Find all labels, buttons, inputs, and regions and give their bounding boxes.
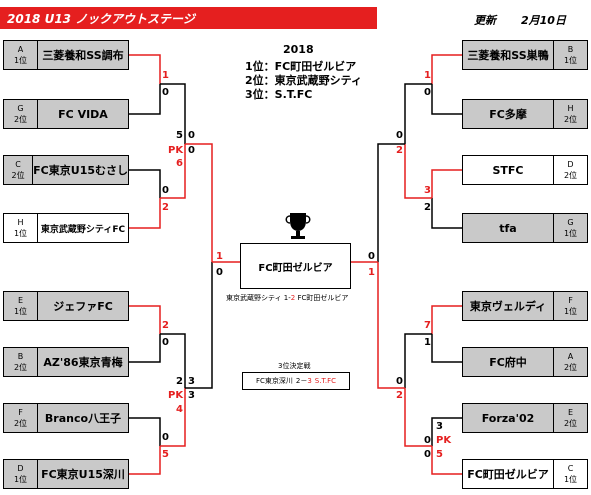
line-l-r1m4-top bbox=[129, 417, 161, 446]
line-l-r1m3-bot bbox=[129, 334, 161, 363]
line-r-sf2-top bbox=[404, 333, 432, 388]
score-l-sf1-pk: PK bbox=[168, 145, 184, 156]
line-r-r1m4-top bbox=[431, 417, 462, 446]
line-r-sf1-top bbox=[404, 83, 432, 144]
score-l-sf2-bot: 4 bbox=[176, 404, 183, 415]
score-l-r1m2-top: 0 bbox=[162, 185, 169, 196]
score-r-r1m2-top: 3 bbox=[424, 185, 431, 196]
score-l-sf1-bot: 6 bbox=[176, 158, 183, 169]
line-r-final-bot bbox=[377, 262, 405, 389]
third-place-label: 3位決定戦 bbox=[278, 362, 311, 370]
score-r-r1m3-top: 7 bbox=[424, 320, 431, 331]
trophy-icon bbox=[285, 213, 311, 239]
score-r-r1m4-top: 3 bbox=[436, 421, 443, 432]
score-r-r1m4-pk: PK bbox=[436, 435, 452, 446]
title-bar bbox=[0, 7, 377, 29]
line-l-sf1-bot bbox=[160, 144, 186, 199]
score-l-r1m4-top: 0 bbox=[162, 432, 169, 443]
score-r-sf1-top: 0 bbox=[396, 130, 403, 141]
score-l-final-top: 1 bbox=[216, 251, 223, 262]
results-first: 1位：FC町田ゼルビア bbox=[245, 60, 357, 73]
score-r-r1m2-bot: 2 bbox=[424, 202, 431, 213]
final-caption: 東京武蔵野シティ 1-2 FC町田ゼルビア bbox=[226, 294, 349, 302]
line-r-sf1-bot bbox=[404, 144, 432, 199]
results-second: 2位：東京武蔵野シティ bbox=[245, 74, 362, 87]
score-l-r1m3-bot: 0 bbox=[162, 337, 169, 348]
score-l-sf2-top: 2 bbox=[176, 376, 183, 387]
third-place-box: FC東京深川 2－3 S.T.FC bbox=[242, 372, 350, 390]
line-r-r1m4-bot bbox=[431, 446, 462, 475]
score-l-final-bot: 0 bbox=[216, 267, 223, 278]
score-r-final-top: 0 bbox=[368, 251, 375, 262]
line-r-final-top bbox=[377, 143, 405, 262]
final-winner-box: FC町田ゼルビア bbox=[240, 243, 351, 289]
score-l-r1m2-bot: 2 bbox=[162, 202, 169, 213]
line-l-sf1-top bbox=[160, 83, 186, 144]
page-title: 2018 U13 ノックアウトステージ bbox=[7, 12, 195, 26]
score-l-sf2-bot2: 3 bbox=[188, 390, 195, 401]
score-l-r1m1-top: 1 bbox=[162, 70, 169, 81]
line-l-r1m1-top bbox=[129, 54, 161, 84]
line-r-r1m3-top bbox=[431, 305, 462, 334]
score-r-r1m3-bot: 1 bbox=[424, 337, 431, 348]
line-l-final-bot bbox=[185, 262, 213, 389]
score-r-r1m4-bot: 5 bbox=[436, 449, 443, 460]
score-r-r1m1-bot: 0 bbox=[424, 87, 431, 98]
line-r-r1m1-bot bbox=[431, 84, 462, 115]
score-r-final-bot: 1 bbox=[368, 267, 375, 278]
score-l-sf1-top: 5 bbox=[176, 130, 183, 141]
results-year: 2018 bbox=[283, 43, 314, 56]
results-third: 3位：S.T.FC bbox=[245, 88, 313, 101]
score-r-sf2-bot: 2 bbox=[396, 390, 403, 401]
score-r-r1m1-top: 1 bbox=[424, 70, 431, 81]
line-r-r1m3-bot bbox=[431, 334, 462, 363]
score-r-r1m4-top2: 0 bbox=[424, 435, 431, 446]
line-l-r1m3-top bbox=[129, 305, 161, 334]
score-r-r1m4-bot2: 0 bbox=[424, 449, 431, 460]
score-l-r1m4-bot: 5 bbox=[162, 449, 169, 460]
line-r-sf2-bot bbox=[404, 388, 432, 447]
line-l-sf2-top bbox=[160, 333, 186, 388]
score-r-sf1-bot: 2 bbox=[396, 145, 403, 156]
score-l-r1m1-bot: 0 bbox=[162, 87, 169, 98]
update-date: 2月10日 bbox=[521, 14, 566, 27]
line-r-r1m2-top bbox=[431, 169, 462, 198]
update-label: 更新 bbox=[474, 14, 496, 27]
line-l-r1m1-bot bbox=[129, 84, 161, 115]
line-r-r1m1-top bbox=[431, 54, 462, 84]
final-winner: FC町田ゼルビア bbox=[258, 262, 333, 274]
line-l-sf2-bot bbox=[160, 388, 186, 447]
line-l-r1m4-bot bbox=[129, 446, 161, 475]
line-r-r1m2-bot bbox=[431, 198, 462, 229]
line-l-r1m2-bot bbox=[129, 198, 161, 229]
score-l-sf1-top2: 0 bbox=[188, 130, 195, 141]
score-r-sf2-top: 0 bbox=[396, 376, 403, 387]
score-l-r1m3-top: 2 bbox=[162, 320, 169, 331]
line-l-final-top bbox=[185, 143, 213, 262]
score-l-sf1-bot2: 0 bbox=[188, 145, 195, 156]
score-l-sf2-top2: 3 bbox=[188, 376, 195, 387]
line-l-r1m2-top bbox=[129, 169, 161, 198]
score-l-sf2-pk: PK bbox=[168, 390, 184, 401]
